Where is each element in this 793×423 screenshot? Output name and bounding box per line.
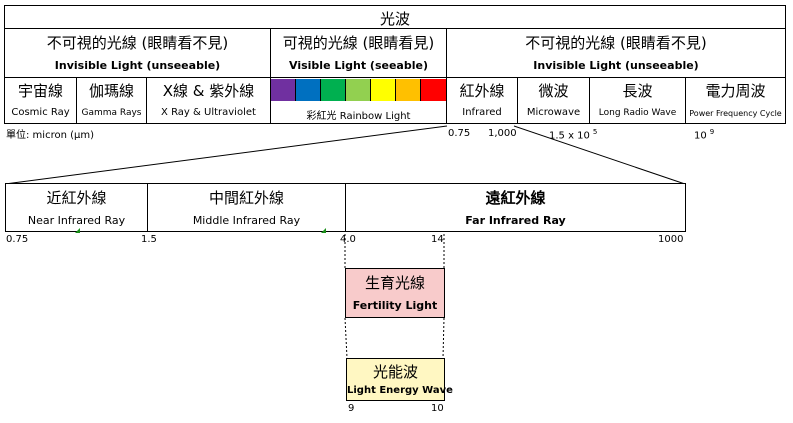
detail-tick-4-0: 4.0 — [340, 234, 356, 245]
band-xray-ultraviolet-en: X Ray & Ultraviolet — [161, 107, 256, 118]
rainbow-swatch — [321, 79, 346, 101]
section-invisible-left: 不可視的光線 (眼睛看不見) Invisible Light (unseeabl… — [4, 28, 271, 78]
band-power-frequency-en: Power Frequency Cycle — [689, 109, 782, 118]
band-gamma-rays-en: Gamma Rays — [81, 108, 142, 118]
fertility-light-zh: 生育光線 — [364, 274, 425, 292]
band-long-radio-wave-zh: 長波 — [622, 82, 653, 100]
band-power-frequency-zh: 電力周波 — [705, 82, 766, 100]
top-tick-1000: 1,000 — [488, 128, 517, 139]
top-tick-0-75: 0.75 — [448, 128, 471, 139]
ir-near-zh: 近紅外線 — [46, 189, 107, 207]
energy-guide-right — [442, 317, 445, 359]
light-energy-wave-en: Light Energy Wave — [347, 385, 453, 396]
energy-tick-9: 9 — [348, 403, 355, 414]
rainbow-swatch — [271, 79, 296, 101]
top-tick-1e9-exp: 9 — [709, 128, 715, 136]
top-tick-1-5e5-exp: 5 — [592, 128, 598, 136]
band-microwave: 微波 Microwave — [517, 77, 590, 124]
rainbow-swatch — [346, 79, 371, 101]
ir-near-en: Near Infrared Ray — [27, 214, 126, 227]
band-cosmic-ray-en: Cosmic Ray — [11, 107, 70, 118]
section-visible-zh: 可視的光線 (眼睛看見) — [282, 34, 435, 52]
band-microwave-en: Microwave — [526, 107, 581, 118]
zoom-line-right — [513, 125, 686, 185]
ir-far: 遠紅外線 Far Infrared Ray — [345, 183, 686, 232]
section-visible: 可視的光線 (眼睛看見) Visible Light (seeable) — [270, 28, 447, 78]
section-invisible-right: 不可視的光線 (眼睛看不見) Invisible Light (unseeabl… — [446, 28, 786, 78]
detail-tick-0-75: 0.75 — [6, 234, 29, 245]
band-gamma-rays-zh: 伽瑪線 — [88, 82, 134, 100]
ir-far-zh: 遠紅外線 — [485, 189, 546, 207]
section-invisible-right-zh: 不可視的光線 (眼睛看不見) — [525, 34, 707, 52]
section-visible-en: Visible Light (seeable) — [289, 59, 428, 72]
rainbow-swatch — [396, 79, 421, 101]
detail-tick-14: 14 — [431, 234, 444, 245]
band-cosmic-ray: 宇宙線 Cosmic Ray — [4, 77, 77, 124]
band-xray-ultraviolet: X線 & 紫外線 X Ray & Ultraviolet — [146, 77, 271, 124]
ir-middle: 中間紅外線 Middle Infrared Ray — [147, 183, 346, 232]
band-gamma-rays: 伽瑪線 Gamma Rays — [76, 77, 147, 124]
band-microwave-zh: 微波 — [538, 82, 569, 100]
band-cosmic-ray-zh: 宇宙線 — [17, 82, 63, 100]
band-long-radio-wave: 長波 Long Radio Wave — [589, 77, 686, 124]
ir-near: 近紅外線 Near Infrared Ray — [5, 183, 148, 232]
spectrum-title-text: 光波 — [379, 10, 410, 28]
marker-triangle — [75, 228, 80, 233]
marker-triangle — [321, 228, 326, 233]
section-invisible-left-zh: 不可視的光線 (眼睛看不見) — [46, 34, 229, 52]
ir-middle-en: Middle Infrared Ray — [192, 214, 301, 227]
section-invisible-right-en: Invisible Light (unseeable) — [533, 59, 699, 72]
band-infrared-en: Infrared — [462, 107, 502, 118]
energy-guide-left — [344, 317, 348, 359]
rainbow-swatch — [421, 79, 446, 101]
band-infrared-zh: 紅外線 — [459, 82, 505, 100]
top-tick-1-5e5-base: 1.5 x 10 — [549, 130, 590, 142]
ir-far-en: Far Infrared Ray — [465, 214, 566, 227]
top-tick-1e9-base: 10 — [694, 130, 707, 142]
band-long-radio-wave-en: Long Radio Wave — [598, 108, 677, 118]
band-power-frequency: 電力周波 Power Frequency Cycle — [685, 77, 786, 124]
rainbow-swatch — [371, 79, 396, 101]
unit-label: 單位: micron (μm) — [6, 130, 94, 141]
band-infrared: 紅外線 Infrared — [446, 77, 518, 124]
section-invisible-left-en: Invisible Light (unseeable) — [54, 59, 221, 72]
light-energy-wave-zh: 光能波 — [372, 363, 418, 381]
energy-tick-10: 10 — [431, 403, 444, 414]
light-energy-wave-box: 光能波 Light Energy Wave — [346, 358, 453, 401]
rainbow-swatch — [296, 79, 321, 101]
band-xray-ultraviolet-zh: X線 & 紫外線 — [162, 82, 255, 100]
zoom-line-left — [4, 125, 448, 185]
band-rainbow-light: 彩紅光 Rainbow Light — [270, 77, 447, 124]
band-rainbow-light-label: 彩紅光 Rainbow Light — [306, 111, 411, 122]
spectrum-title: 光波 — [4, 5, 786, 29]
detail-tick-1-5: 1.5 — [141, 234, 157, 245]
detail-tick-1000: 1000 — [658, 234, 684, 245]
fertility-light-box: 生育光線 Fertility Light — [345, 268, 445, 318]
ir-middle-zh: 中間紅外線 — [208, 189, 284, 207]
fertility-light-en: Fertility Light — [352, 299, 438, 312]
